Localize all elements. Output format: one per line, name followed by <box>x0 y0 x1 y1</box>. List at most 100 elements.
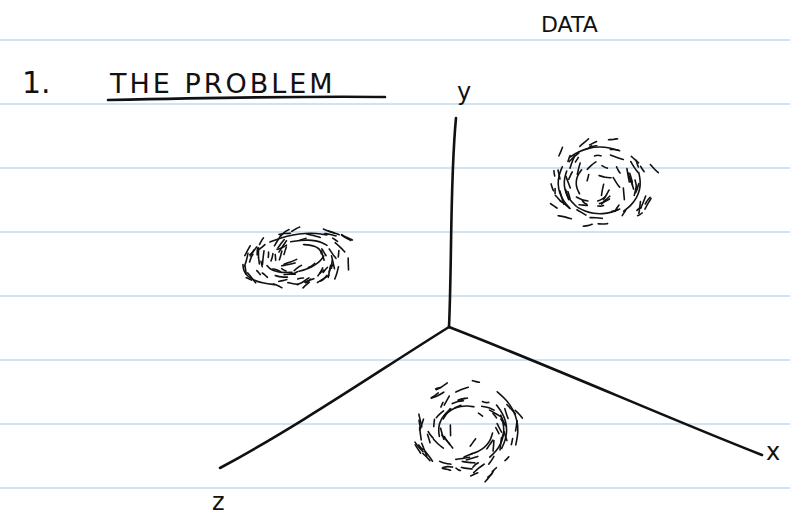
scribble-stroke <box>277 241 288 252</box>
scribble-stroke <box>603 190 609 200</box>
scribble-stroke <box>442 468 450 470</box>
scribble-stroke <box>415 445 420 453</box>
scribble-stroke <box>423 453 430 460</box>
scribble-stroke <box>631 156 638 162</box>
z-axis <box>220 327 449 468</box>
scribble-stroke <box>419 414 422 427</box>
scribble-stroke <box>496 428 499 434</box>
scribble-stroke <box>590 217 602 219</box>
scribble-stroke <box>635 180 637 189</box>
scribble-stroke <box>472 381 479 383</box>
scribble-stroke <box>428 432 433 439</box>
ruled-line <box>0 39 790 40</box>
scribble-stroke <box>638 213 642 216</box>
scribble-stroke <box>267 252 269 257</box>
scribble-stroke <box>269 228 326 247</box>
ruled-line <box>0 167 790 168</box>
scribble-stroke <box>456 387 468 392</box>
scribble-stroke <box>599 199 609 204</box>
scribble-stroke <box>444 406 474 416</box>
scribble-stroke <box>587 162 596 170</box>
scribble-stroke <box>440 461 451 464</box>
scribble-stroke <box>595 154 601 156</box>
page-heading: DATA <box>541 14 598 36</box>
scribble-stroke <box>587 174 589 180</box>
scribble-stroke <box>270 254 275 261</box>
ruled-line <box>0 487 790 488</box>
scribble-stroke <box>577 207 619 214</box>
scribble-stroke <box>419 445 423 450</box>
scribble-stroke <box>458 398 467 400</box>
scribble-stroke <box>337 250 340 256</box>
scribble-stroke <box>259 245 266 250</box>
scribble-stroke <box>333 237 338 242</box>
scribble-stroke <box>602 166 607 168</box>
scribble-stroke <box>427 434 430 442</box>
scribble-stroke <box>329 248 336 259</box>
scribble-stroke <box>482 402 488 403</box>
ruled-line <box>0 231 790 232</box>
title-underline <box>108 97 385 100</box>
scribble-stroke <box>553 171 556 176</box>
scribble-stroke <box>249 250 255 256</box>
scribble-stroke <box>441 402 443 407</box>
scribble-stroke <box>335 241 345 253</box>
axis-label: x <box>766 440 780 464</box>
scribble-stroke <box>444 396 449 405</box>
data-cluster <box>415 381 522 482</box>
scribble-stroke <box>478 413 482 416</box>
scribble-stroke <box>256 248 259 255</box>
scribble-stroke <box>497 392 518 445</box>
scribble-stroke <box>641 166 644 171</box>
scribble-stroke <box>608 138 617 141</box>
scribble-stroke <box>473 463 478 468</box>
scribble-stroke <box>298 278 304 280</box>
scribble-stroke <box>443 466 452 468</box>
scribble-stroke <box>284 259 297 264</box>
scribble-stroke <box>641 196 646 208</box>
scribble-stroke <box>569 172 572 179</box>
scribble-stroke <box>579 204 587 206</box>
scribble-stroke <box>267 261 292 277</box>
scribble-stroke <box>511 439 512 445</box>
scribble-stroke <box>623 188 624 200</box>
scribble-stroke <box>282 268 286 272</box>
scribble-stroke <box>610 155 623 160</box>
data-clusters <box>237 139 658 482</box>
scribble-stroke <box>613 178 619 188</box>
scribble-stroke <box>275 255 277 261</box>
scribble-stroke <box>482 406 494 410</box>
scribble-stroke <box>346 258 351 270</box>
scribble-stroke <box>485 472 493 482</box>
scribble-stroke <box>456 457 470 459</box>
scribble-stroke <box>291 235 327 253</box>
scribble-stroke <box>305 279 311 283</box>
section-title: THE PROBLEM <box>110 70 336 97</box>
scribble-stroke <box>297 256 326 271</box>
scribble-stroke <box>631 161 638 172</box>
scribble-stroke <box>639 202 641 214</box>
scribble-stroke <box>257 270 261 275</box>
scribble-stroke <box>471 433 492 454</box>
scribble-stroke <box>590 141 597 144</box>
scribble-stroke <box>283 247 288 255</box>
section-number: 1. <box>22 68 51 98</box>
scribble-stroke <box>627 169 629 182</box>
scribble-stroke <box>258 258 260 264</box>
scribble-stroke <box>280 230 290 236</box>
axes <box>108 97 762 468</box>
y-axis <box>449 118 456 327</box>
scribble-stroke <box>554 189 556 194</box>
scribble-stroke <box>582 201 586 205</box>
scribble-stroke <box>456 468 460 470</box>
scribble-stroke <box>431 392 443 398</box>
scribble-stroke <box>260 251 267 265</box>
scribble-stroke <box>551 184 553 191</box>
scribble-stroke <box>505 409 508 419</box>
scribble-stroke <box>471 473 478 476</box>
scribble-stroke <box>645 198 651 209</box>
scribble-stroke <box>470 439 475 446</box>
scribble-stroke <box>576 170 581 194</box>
scribble-stroke <box>570 147 619 157</box>
scribble-stroke <box>505 457 509 461</box>
